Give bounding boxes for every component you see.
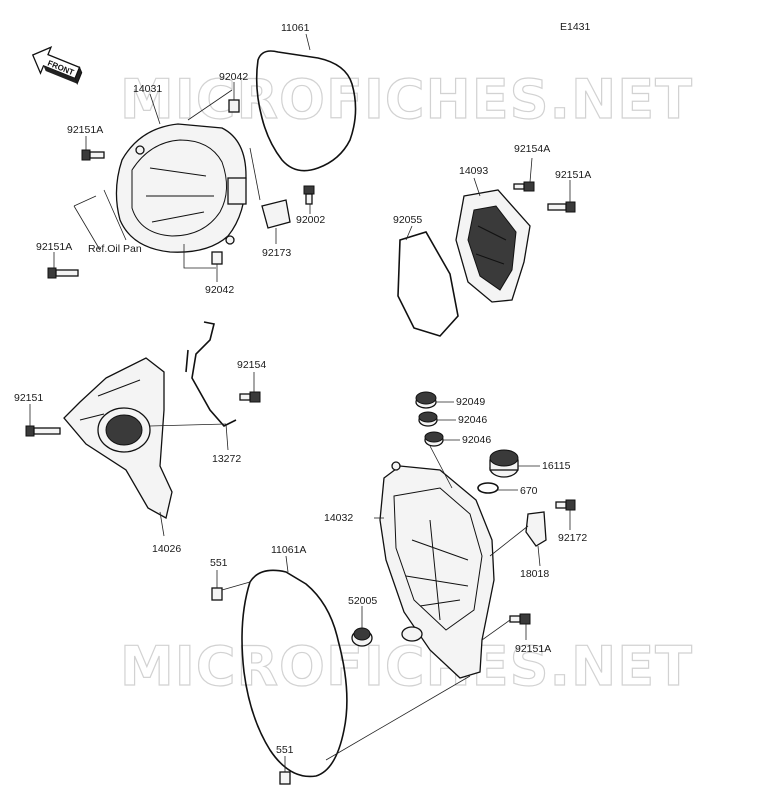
label-551-top: 551 (210, 557, 228, 569)
clip-18018 (525, 511, 547, 547)
dowel-551-top (211, 587, 223, 601)
gasket-11061a (241, 569, 348, 778)
dowel-92042-bottom (211, 251, 223, 265)
bolt-92151a-lower (47, 267, 79, 279)
plate-13272 (185, 321, 237, 427)
label-92172: 92172 (558, 532, 587, 544)
label-92151a-upper: 92151A (67, 124, 103, 136)
seal-92046-upper (418, 411, 438, 427)
gasket-11061 (255, 50, 357, 172)
label-92055: 92055 (393, 214, 422, 226)
label-92151a-lower: 92151A (36, 241, 72, 253)
label-14031: 14031 (133, 83, 162, 95)
label-92046-lower: 92046 (462, 434, 491, 446)
diagram-code: E1431 (560, 21, 591, 33)
label-670: 670 (520, 485, 538, 497)
label-92049: 92049 (456, 396, 485, 408)
label-16115: 16115 (542, 460, 571, 472)
oring-670 (477, 482, 499, 494)
bolt-92154 (239, 391, 261, 403)
label-14093: 14093 (459, 165, 488, 177)
label-92042-bottom: 92042 (205, 284, 234, 296)
bracket-92173 (261, 199, 291, 229)
bolt-92151a-right (547, 201, 576, 213)
bolt-92172 (555, 499, 576, 511)
bolt-92154a (513, 181, 535, 192)
label-92154a: 92154A (514, 143, 550, 155)
label-551-bottom: 551 (276, 744, 294, 756)
seal-92049 (415, 391, 437, 409)
cover-14032 (379, 461, 495, 679)
cover-14026 (63, 357, 173, 519)
bolt-92151a-upper (81, 149, 105, 161)
dowel-92042-top (228, 99, 240, 113)
label-18018: 18018 (520, 568, 549, 580)
bolt-92151a-lower-right (509, 613, 531, 625)
label-14026: 14026 (152, 543, 181, 555)
cover-14093 (455, 189, 531, 303)
bolt-92002 (303, 185, 315, 205)
front-arrow-icon: FRONT (31, 46, 83, 86)
label-92151a-lower-right: 92151A (515, 643, 551, 655)
gasket-92055 (397, 231, 459, 337)
label-11061: 11061 (281, 22, 310, 34)
cover-14031 (115, 123, 247, 253)
label-14032: 14032 (324, 512, 353, 524)
watermark-bottom: MICROFICHES.NET (120, 635, 693, 698)
cap-16115 (489, 449, 519, 478)
label-13272: 13272 (212, 453, 241, 465)
label-92154: 92154 (237, 359, 266, 371)
dowel-551-bottom (279, 771, 291, 785)
label-92046-upper: 92046 (458, 414, 487, 426)
label-11061a: 11061A (271, 544, 306, 556)
part-52005 (351, 627, 373, 647)
label-92042-top: 92042 (219, 71, 248, 83)
label-52005: 52005 (348, 595, 377, 607)
watermark-top: MICROFICHES.NET (120, 68, 693, 131)
label-92173: 92173 (262, 247, 291, 259)
bolt-92151 (25, 425, 61, 437)
label-92151a-right: 92151A (555, 169, 591, 181)
seal-92046-lower (424, 431, 444, 447)
label-92151: 92151 (14, 392, 43, 404)
ref-oil-pan-note: Ref.Oil Pan (88, 243, 142, 255)
label-92002: 92002 (296, 214, 325, 226)
